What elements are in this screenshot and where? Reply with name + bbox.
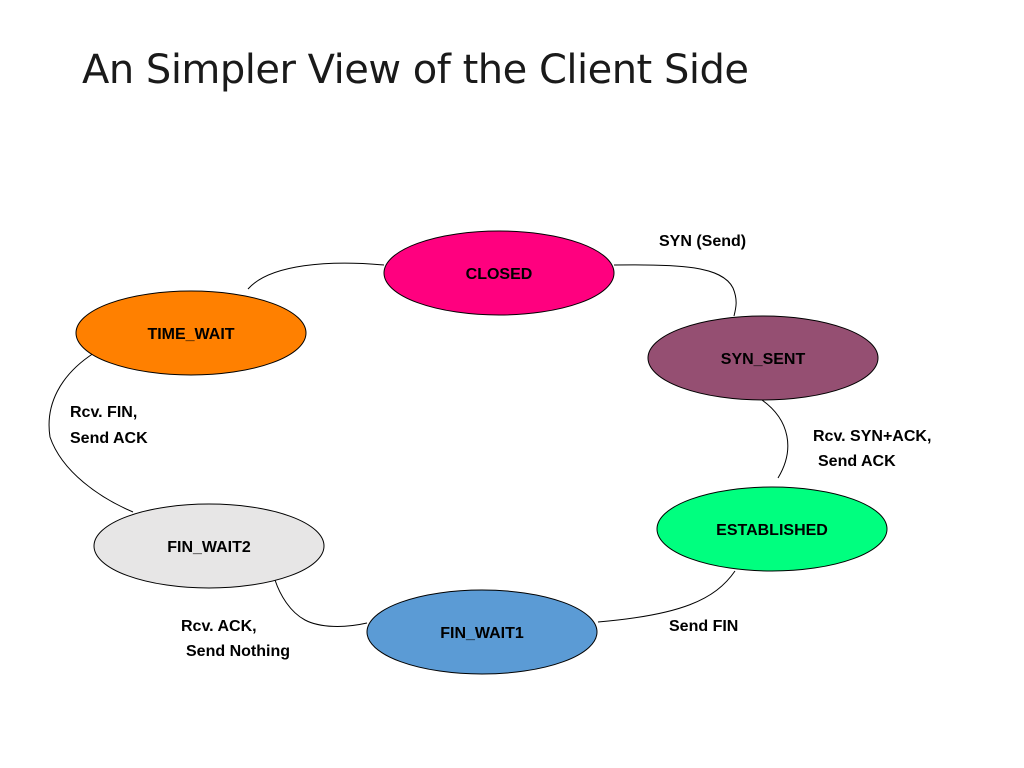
- state-fin-wait2-label: FIN_WAIT2: [167, 539, 251, 556]
- edge-closed-to-syn-sent: [613, 264, 737, 317]
- edge-time-wait-to-closed: [247, 262, 385, 290]
- state-syn-sent-label: SYN_SENT: [721, 351, 806, 368]
- state-established-label: ESTABLISHED: [716, 522, 828, 539]
- state-closed: CLOSED: [383, 230, 615, 316]
- slide-title: An Simpler View of the Client Side: [82, 47, 749, 93]
- state-time-wait: TIME_WAIT: [75, 290, 307, 376]
- state-time-wait-label: TIME_WAIT: [147, 326, 234, 343]
- state-syn-sent-shape: [647, 315, 879, 401]
- edge-label-syn-send: SYN (Send): [659, 233, 746, 250]
- edge-label-rcv-ack: Rcv. ACK,: [181, 618, 257, 635]
- state-fin-wait1-label: FIN_WAIT1: [440, 625, 524, 642]
- state-fin-wait1-shape: [366, 589, 598, 675]
- state-established: ESTABLISHED: [656, 486, 888, 572]
- state-fin-wait1: FIN_WAIT1: [366, 589, 598, 675]
- state-established-shape: [656, 486, 888, 572]
- state-fin-wait2: FIN_WAIT2: [93, 503, 325, 589]
- edge-label-rcv-fin: Rcv. FIN,: [70, 404, 137, 421]
- state-closed-label: CLOSED: [466, 266, 533, 283]
- edge-fin-wait2-to-time-wait: [48, 352, 134, 513]
- state-syn-sent: SYN_SENT: [647, 315, 879, 401]
- state-time-wait-shape: [75, 290, 307, 376]
- edge-fin-wait1-to-fin-wait2: [274, 579, 368, 627]
- edge-label-rcv-fin-send-ack: Send ACK: [70, 430, 148, 447]
- edge-label-send-fin: Send FIN: [669, 618, 738, 635]
- edge-syn-sent-to-established: [761, 399, 789, 479]
- edge-label-rcv-syn-ack: Rcv. SYN+ACK,: [813, 428, 931, 445]
- state-fin-wait2-shape: [93, 503, 325, 589]
- edge-label-rcv-syn-ack-send: Send ACK: [818, 453, 896, 470]
- edge-label-send-nothing: Send Nothing: [186, 643, 290, 660]
- edge-established-to-fin-wait1: [597, 570, 736, 623]
- state-closed-shape: [383, 230, 615, 316]
